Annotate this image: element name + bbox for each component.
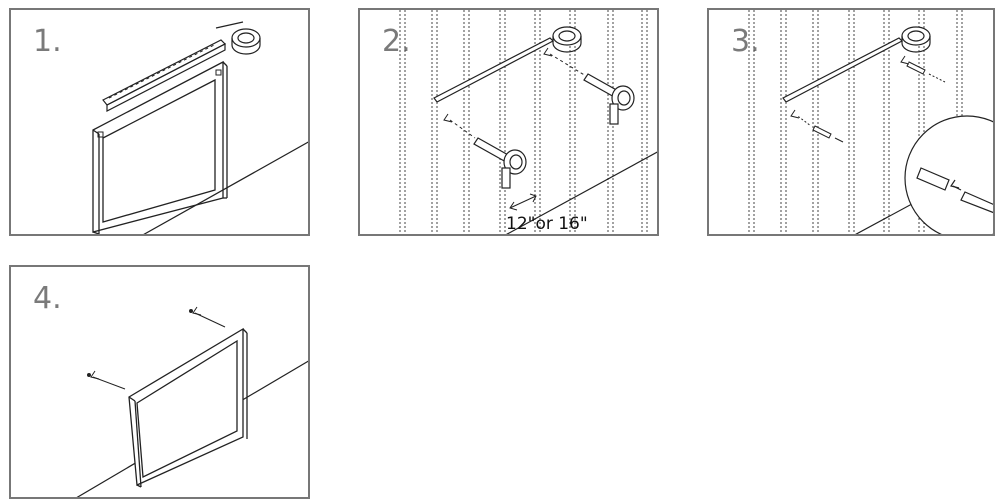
spacing-arrow <box>509 193 537 211</box>
step-2-illustration <box>399 10 657 234</box>
step-2-panel: 2. <box>358 8 659 236</box>
wall-edge-line <box>506 151 657 234</box>
screw-arrows <box>90 306 226 390</box>
wall-edge-line <box>143 141 308 234</box>
step-4-panel: 4. <box>9 265 310 499</box>
mounting-bracket <box>433 26 582 103</box>
drill-right <box>583 73 635 125</box>
mounted-frame <box>128 327 248 488</box>
step-3-illustration <box>748 10 993 234</box>
frame-outline <box>92 60 228 234</box>
drill-left <box>473 137 527 189</box>
step-1-illustration <box>92 21 308 234</box>
mounting-bracket <box>782 26 931 103</box>
step-4-illustration <box>76 306 308 497</box>
step-4-number: 4. <box>33 281 62 316</box>
anchor-screws <box>790 55 946 143</box>
guide-dashes <box>108 43 217 99</box>
detail-magnifier <box>904 115 993 234</box>
step-3-panel: 3. <box>707 8 995 236</box>
step-1-number: 1. <box>33 24 62 59</box>
frame-clip-left <box>97 131 104 138</box>
drill-arrows <box>443 47 587 139</box>
screws <box>87 309 193 377</box>
step-2-number: 2. <box>382 24 411 59</box>
step-1-panel: 1. <box>9 8 310 236</box>
step-3-number: 3. <box>731 24 760 59</box>
mounting-bracket <box>102 21 261 112</box>
stud-spacing-label: 12"or 16" <box>506 214 588 234</box>
frame-clip-right <box>215 69 222 76</box>
